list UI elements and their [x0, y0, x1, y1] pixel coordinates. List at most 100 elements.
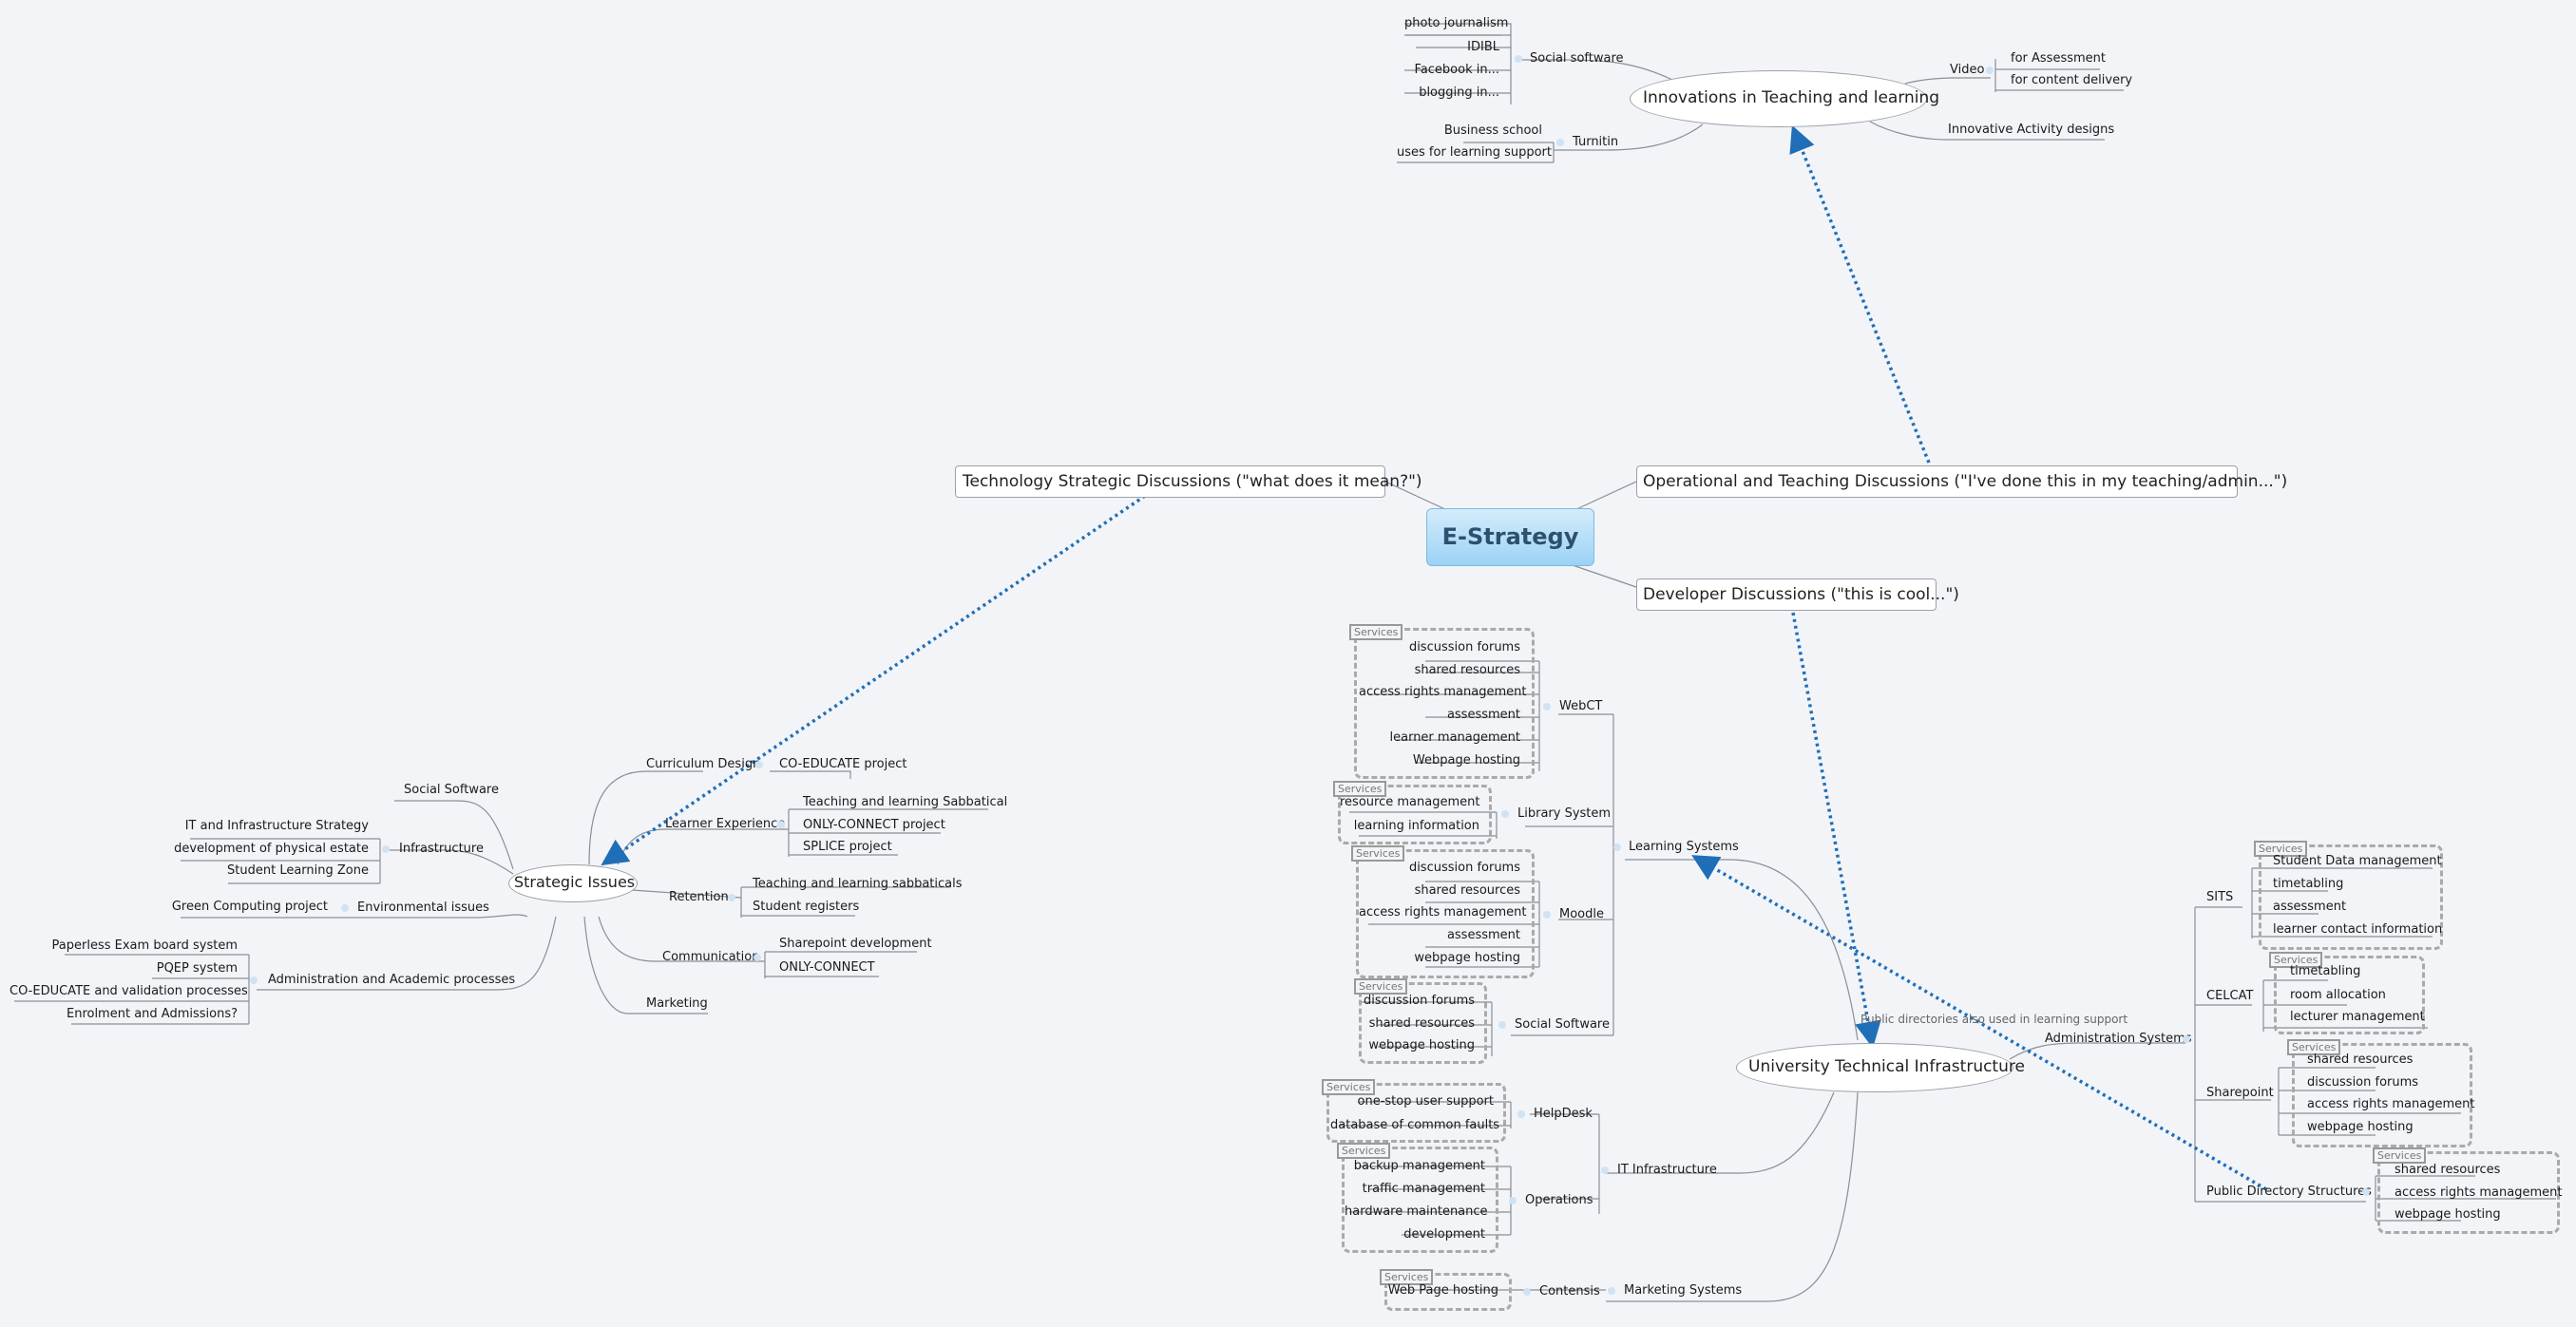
expand-dot [728, 894, 735, 901]
connector-innovations-social [1520, 59, 1673, 81]
sharepoint-item-4[interactable]: webpage hosting [2307, 1120, 2414, 1134]
uti-social-item-3[interactable]: webpage hosting [1368, 1038, 1475, 1052]
sits-item-1[interactable]: Student Data management [2273, 854, 2442, 868]
webct-item-2[interactable]: shared resources [1414, 663, 1520, 677]
subtopic-celcat[interactable]: CELCAT [2206, 989, 2254, 1003]
learner-item-2[interactable]: ONLY-CONNECT project [803, 818, 945, 832]
moodle-item-4[interactable]: assessment [1446, 928, 1520, 942]
subtopic-video[interactable]: Video [1950, 63, 1985, 77]
environmental-item-1[interactable]: Green Computing project [171, 900, 328, 914]
turnitin-item-1[interactable]: Business school [1443, 123, 1542, 138]
moodle-item-5[interactable]: webpage hosting [1414, 951, 1520, 965]
subtopic-public-directory-structures[interactable]: Public Directory Structures [2206, 1185, 2372, 1199]
subtopic-learning-systems[interactable]: Learning Systems [1629, 840, 1739, 854]
subtopic-helpdesk[interactable]: HelpDesk [1534, 1107, 1593, 1121]
subtopic-operations[interactable]: Operations [1525, 1193, 1593, 1207]
learner-item-1[interactable]: Teaching and learning Sabbatical [803, 795, 1008, 809]
operations-item-3[interactable]: hardware maintenance [1345, 1204, 1488, 1219]
admin-item-3[interactable]: CO-EDUCATE and validation processes [10, 984, 248, 998]
subtopic-social-software-strategic[interactable]: Social Software [404, 783, 499, 797]
celcat-item-2[interactable]: room allocation [2290, 988, 2386, 1002]
library-item-1[interactable]: resource management [1340, 795, 1480, 809]
retention-item-1[interactable]: Teaching and learning sabbaticals [753, 877, 963, 891]
subtopic-turnitin[interactable]: Turnitin [1573, 135, 1619, 149]
social-item-4[interactable]: blogging in... [1419, 85, 1499, 100]
subtopic-environmental[interactable]: Environmental issues [357, 900, 489, 915]
subtopic-activity-designs[interactable]: Innovative Activity designs [1948, 123, 2115, 137]
topic-operational-discussions[interactable] [1636, 465, 2238, 498]
sits-item-2[interactable]: timetabling [2273, 877, 2344, 891]
subtopic-communication[interactable]: Communication [662, 950, 760, 964]
pds-item-1[interactable]: shared resources [2395, 1163, 2501, 1177]
subtopic-webct[interactable]: WebCT [1559, 699, 1603, 713]
infra-item-2[interactable]: development of physical estate [174, 842, 369, 856]
infra-item-3[interactable]: Student Learning Zone [227, 863, 369, 878]
subtopic-it-infrastructure[interactable]: IT Infrastructure [1617, 1163, 1717, 1177]
subtopic-social-software-uti[interactable]: Social Software [1515, 1017, 1610, 1032]
celcat-item-1[interactable]: timetabling [2290, 964, 2361, 978]
turnitin-item-2[interactable]: uses for learning support [1397, 145, 1553, 160]
webct-item-1[interactable]: discussion forums [1408, 640, 1520, 654]
pds-item-3[interactable]: webpage hosting [2395, 1207, 2501, 1222]
library-item-2[interactable]: learning information [1353, 819, 1479, 833]
subtopic-social-software[interactable]: Social software [1530, 51, 1624, 66]
uti-social-item-1[interactable]: discussion forums [1364, 994, 1476, 1008]
infra-item-1[interactable]: IT and Infrastructure Strategy [184, 819, 369, 833]
subtopic-marketing[interactable]: Marketing [646, 996, 708, 1011]
celcat-item-3[interactable]: lecturer management [2290, 1010, 2425, 1024]
expand-dot [382, 845, 390, 853]
subtopic-sits[interactable]: SITS [2206, 890, 2234, 904]
webct-item-3[interactable]: access rights management [1359, 685, 1527, 699]
sharepoint-item-1[interactable]: shared resources [2307, 1052, 2414, 1067]
uti-social-item-2[interactable]: shared resources [1368, 1016, 1475, 1031]
moodle-item-3[interactable]: access rights management [1359, 905, 1527, 919]
topic-innovations[interactable] [1630, 70, 1927, 127]
sharepoint-item-3[interactable]: access rights management [2307, 1097, 2475, 1111]
subtopic-administration-systems[interactable]: Administration Systems [2045, 1032, 2192, 1046]
subtopic-marketing-systems[interactable]: Marketing Systems [1624, 1283, 1743, 1298]
operations-item-2[interactable]: traffic management [1362, 1182, 1485, 1196]
subtopic-sharepoint[interactable]: Sharepoint [2206, 1086, 2274, 1100]
learner-item-3[interactable]: SPLICE project [803, 840, 892, 854]
social-item-3[interactable]: Facebook in... [1414, 63, 1499, 77]
retention-item-2[interactable]: Student registers [753, 900, 860, 914]
subtopic-moodle[interactable]: Moodle [1559, 907, 1604, 921]
pds-item-2[interactable]: access rights management [2395, 1185, 2563, 1200]
helpdesk-item-2[interactable]: database of common faults [1330, 1118, 1500, 1132]
topic-strategic-issues[interactable] [508, 864, 638, 902]
communication-item-1[interactable]: Sharepoint development [779, 937, 932, 951]
video-item-1[interactable]: for Assessment [2011, 51, 2106, 66]
topic-technology-discussions[interactable] [955, 465, 1385, 498]
subtopic-admin-processes[interactable]: Administration and Academic processes [268, 973, 516, 987]
contensis-item-1[interactable]: Web Page hosting [1387, 1283, 1498, 1298]
webct-item-4[interactable]: assessment [1446, 708, 1520, 722]
topic-developer-discussions[interactable] [1636, 578, 1937, 611]
operations-item-1[interactable]: backup management [1353, 1159, 1485, 1173]
communication-item-2[interactable]: ONLY-CONNECT [779, 960, 875, 975]
moodle-item-1[interactable]: discussion forums [1408, 861, 1520, 875]
moodle-item-2[interactable]: shared resources [1414, 883, 1520, 898]
operations-item-4[interactable]: development [1403, 1227, 1485, 1242]
central-topic[interactable]: E-Strategy [1426, 508, 1594, 566]
social-item-2[interactable]: IDIBL [1467, 40, 1499, 54]
topic-university-technical-infrastructure[interactable] [1736, 1043, 2013, 1092]
subtopic-learner-experience[interactable]: Learner Experience [665, 817, 786, 831]
connector-uti-it [1606, 1091, 1835, 1174]
subtopic-library-system[interactable]: Library System [1517, 806, 1612, 821]
curriculum-item-1[interactable]: CO-EDUCATE project [779, 757, 907, 771]
webct-item-6[interactable]: Webpage hosting [1412, 753, 1520, 768]
webct-item-5[interactable]: learner management [1389, 730, 1521, 745]
sits-item-4[interactable]: learner contact information [2273, 922, 2443, 937]
subtopic-infrastructure[interactable]: Infrastructure [399, 842, 484, 856]
helpdesk-item-1[interactable]: one-stop user support [1357, 1094, 1495, 1109]
subtopic-retention[interactable]: Retention [669, 890, 729, 904]
sits-item-3[interactable]: assessment [2273, 900, 2347, 914]
video-item-2[interactable]: for content delivery [2011, 73, 2133, 87]
subtopic-contensis[interactable]: Contensis [1539, 1284, 1600, 1299]
admin-item-4[interactable]: Enrolment and Admissions? [66, 1007, 238, 1021]
admin-item-1[interactable]: Paperless Exam board system [51, 938, 238, 953]
sharepoint-item-2[interactable]: discussion forums [2307, 1075, 2419, 1090]
social-item-1[interactable]: photo journalism [1404, 16, 1509, 30]
subtopic-curriculum-design[interactable]: Curriculum Design [646, 757, 761, 771]
admin-item-2[interactable]: PQEP system [156, 961, 238, 976]
